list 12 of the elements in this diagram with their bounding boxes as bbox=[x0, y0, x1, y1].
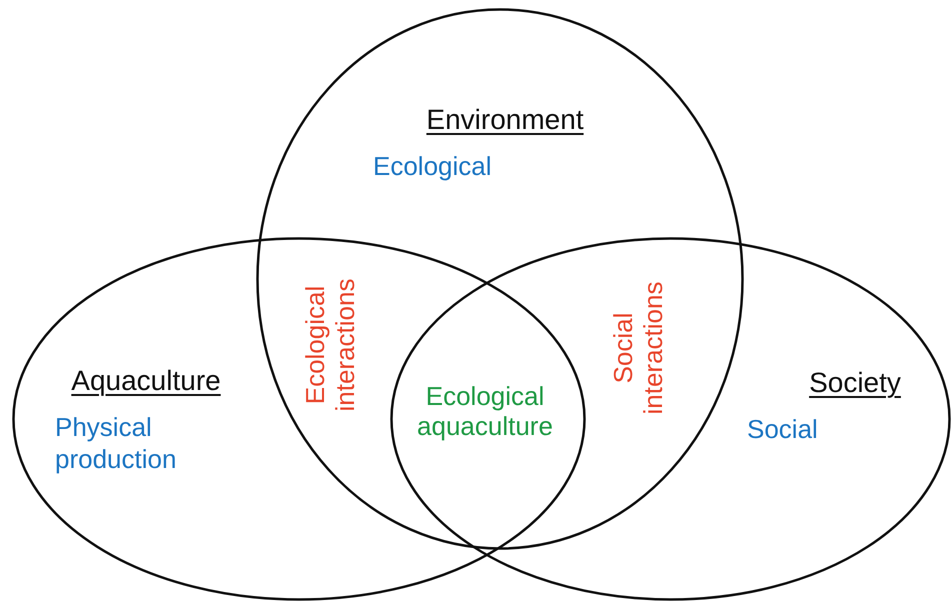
circle-title: Society bbox=[808, 367, 902, 399]
venn-circle bbox=[390, 237, 951, 601]
venn-circle bbox=[12, 237, 586, 601]
overlap-label: Ecological interactions bbox=[300, 278, 360, 414]
overlap-label: Social interactions bbox=[608, 280, 668, 416]
venn-circle bbox=[256, 8, 744, 550]
overlap-label: Ecological aquaculture bbox=[416, 381, 554, 441]
circle-title: Aquaculture bbox=[70, 365, 222, 397]
circle-description: Physical production bbox=[55, 411, 178, 475]
circle-description: Ecological bbox=[373, 150, 493, 182]
circle-title: Environment bbox=[425, 104, 585, 136]
circle-description: Social bbox=[747, 413, 819, 445]
